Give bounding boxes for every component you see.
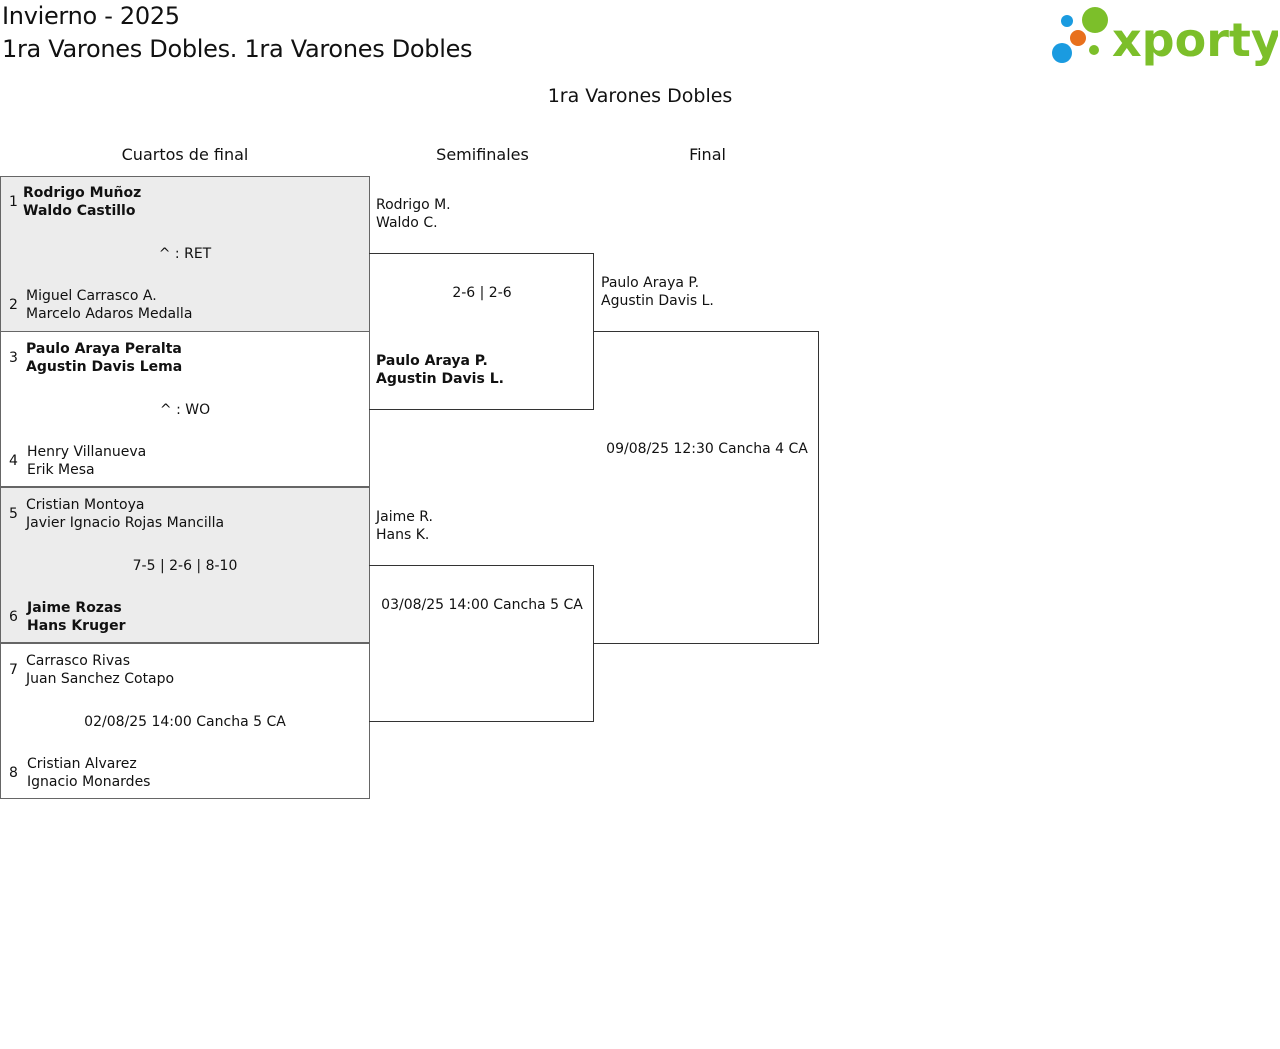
season-title: Invierno - 2025 [2, 2, 180, 30]
match-result: ^ : RET [158, 246, 212, 262]
team-entry: Miguel Carrasco A. Marcelo Adaros Medall… [26, 287, 192, 323]
player-name: Marcelo Adaros Medalla [26, 306, 193, 322]
quarterfinal-match-3: 5 Cristian Montoya Javier Ignacio Rojas … [0, 487, 370, 643]
seed-number: 5 [9, 506, 18, 522]
seed-number: 7 [9, 662, 18, 678]
player-name: Henry Villanueva [27, 444, 147, 460]
quarterfinal-match-4: 7 Carrasco Rivas Juan Sanchez Cotapo 02/… [0, 643, 370, 799]
final-connector [594, 331, 819, 644]
player-name: Cristian Montoya [26, 497, 145, 513]
match-result: ^ : WO [159, 402, 211, 418]
team-entry: Cristian Montoya Javier Ignacio Rojas Ma… [26, 496, 224, 532]
player-name: Paulo Araya Peralta [26, 341, 182, 357]
match-result: 7-5 | 2-6 | 8-10 [132, 558, 238, 574]
player-name: Juan Sanchez Cotapo [26, 671, 175, 687]
final-schedule: 09/08/25 12:30 Cancha 4 CA [606, 441, 808, 457]
player-name: Paulo Araya P. [601, 275, 700, 291]
player-name: Hans K. [376, 527, 430, 543]
team-entry: Cristian Alvarez Ignacio Monardes [27, 755, 150, 791]
player-name: Rodrigo Muñoz [23, 185, 142, 201]
round-header-final: Final [689, 145, 726, 164]
semifinal-2-schedule: 03/08/25 14:00 Cancha 5 CA [381, 597, 583, 613]
team-entry: Rodrigo Muñoz Waldo Castillo [23, 184, 141, 220]
player-name: Rodrigo M. [376, 197, 451, 213]
seed-number: 6 [9, 609, 18, 625]
semifinal-1-team-bottom: Paulo Araya P. Agustin Davis L. [376, 352, 504, 388]
player-name: Waldo Castillo [23, 203, 136, 219]
team-entry: Jaime Rozas Hans Kruger [27, 599, 125, 635]
player-name: Paulo Araya P. [376, 353, 488, 369]
final-team-top: Paulo Araya P. Agustin Davis L. [601, 274, 714, 310]
semifinal-1-connector [369, 253, 594, 410]
quarterfinal-match-1: 1 Rodrigo Muñoz Waldo Castillo ^ : RET 2… [0, 176, 370, 332]
bracket-title: 1ra Varones Dobles [547, 85, 733, 107]
player-name: Agustin Davis L. [376, 371, 504, 387]
category-title: 1ra Varones Dobles. 1ra Varones Dobles [2, 35, 473, 63]
match-schedule: 02/08/25 14:00 Cancha 5 CA [84, 714, 286, 730]
team-entry: Carrasco Rivas Juan Sanchez Cotapo [26, 652, 174, 688]
semifinal-2-connector [369, 565, 594, 722]
player-name: Agustin Davis L. [601, 293, 714, 309]
player-name: Carrasco Rivas [26, 653, 130, 669]
player-name: Waldo C. [376, 215, 438, 231]
player-name: Erik Mesa [27, 462, 95, 478]
player-name: Cristian Alvarez [27, 756, 137, 772]
team-entry: Henry Villanueva Erik Mesa [27, 443, 146, 479]
semifinal-2-team-top: Jaime R. Hans K. [376, 508, 433, 544]
seed-number: 3 [9, 350, 18, 366]
player-name: Jaime Rozas [27, 600, 122, 616]
round-header-quarterfinals: Cuartos de final [121, 145, 249, 164]
player-name: Miguel Carrasco A. [26, 288, 157, 304]
seed-number: 8 [9, 765, 18, 781]
player-name: Jaime R. [376, 509, 433, 525]
seed-number: 2 [9, 297, 18, 313]
seed-number: 4 [9, 453, 18, 469]
player-name: Agustin Davis Lema [26, 359, 183, 375]
semifinal-1-result: 2-6 | 2-6 [452, 285, 512, 301]
player-name: Hans Kruger [27, 618, 126, 634]
team-entry: Paulo Araya Peralta Agustin Davis Lema [26, 340, 182, 376]
player-name: Javier Ignacio Rojas Mancilla [26, 515, 225, 531]
round-header-semifinals: Semifinales [436, 145, 529, 164]
seed-number: 1 [9, 194, 18, 210]
xporty-logo: xporty [1052, 7, 1278, 67]
quarterfinal-match-2: 3 Paulo Araya Peralta Agustin Davis Lema… [0, 331, 370, 487]
logo-text: xporty [1112, 13, 1278, 67]
player-name: Ignacio Monardes [27, 774, 151, 790]
semifinal-1-team-top: Rodrigo M. Waldo C. [376, 196, 451, 232]
